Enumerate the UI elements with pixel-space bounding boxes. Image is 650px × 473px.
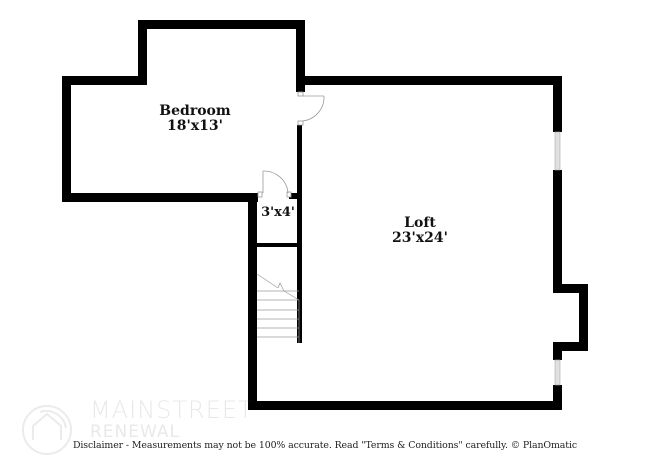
watermark: MAINSTREET RENEWAL bbox=[20, 396, 260, 466]
room-name: Bedroom bbox=[159, 103, 231, 119]
interior-walls bbox=[257, 125, 302, 343]
loft-walls bbox=[248, 76, 588, 410]
room-label-closet: 3'x4' bbox=[256, 206, 300, 220]
window-lower bbox=[554, 359, 561, 386]
room-dimensions: 23'x24' bbox=[392, 229, 448, 246]
bedroom-door bbox=[297, 91, 325, 126]
watermark-line1: MAINSTREET bbox=[90, 396, 254, 424]
room-name: Loft bbox=[404, 215, 436, 231]
room-dimensions: 18'x13' bbox=[167, 117, 223, 134]
room-dimensions: 3'x4' bbox=[261, 205, 295, 220]
disclaimer-text: Disclaimer - Measurements may not be 100… bbox=[72, 440, 578, 451]
closet-door bbox=[257, 170, 292, 198]
room-label-bedroom: Bedroom 18'x13' bbox=[140, 104, 250, 133]
watermark-line2: RENEWAL bbox=[90, 422, 180, 442]
stairs bbox=[256, 273, 300, 343]
room-label-loft: Loft 23'x24' bbox=[370, 216, 470, 245]
watermark-logo-icon bbox=[22, 405, 72, 455]
bedroom-walls bbox=[62, 20, 305, 202]
window-upper bbox=[554, 131, 561, 171]
